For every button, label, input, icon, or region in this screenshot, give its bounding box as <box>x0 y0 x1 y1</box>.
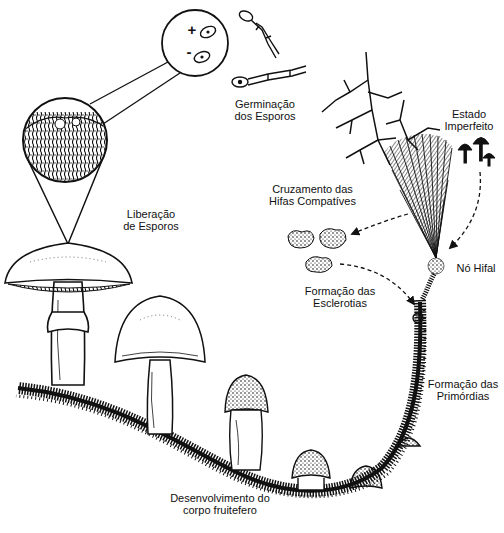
stage-label: Formação das Primórdias <box>426 378 500 402</box>
hyphae-part <box>322 80 368 112</box>
gill-zoom-circle <box>20 98 110 244</box>
mycelium-part <box>398 140 436 258</box>
gill-zoom-circle-part <box>72 118 80 126</box>
stage-label: Liberação de Esporos <box>120 208 182 232</box>
mature-mushroom <box>5 243 132 385</box>
germinating-spores-part <box>256 26 259 30</box>
mycelium-part <box>414 135 436 258</box>
sclerotia-part <box>320 229 346 249</box>
imperfect-state-part <box>480 143 483 161</box>
mycelium <box>384 134 452 300</box>
mycelium-part <box>430 134 436 258</box>
hyphae-part <box>378 138 396 140</box>
mature-mushroom-part <box>8 284 130 292</box>
stage-label: Nó Hifal <box>452 262 500 274</box>
sclerotia <box>288 229 346 273</box>
bell-mushroom-part <box>151 372 154 428</box>
germinating-spores-part <box>251 20 276 58</box>
mature-mushroom-part <box>48 312 89 332</box>
stage-label: Cruzamento das Hifas Compatíves <box>265 183 360 207</box>
spore-zoom-circle-part <box>200 55 203 58</box>
spore-zoom-circle-part <box>193 50 211 65</box>
ground-part <box>18 300 420 491</box>
mycelium-part <box>384 152 436 258</box>
bell-mushroom-part <box>122 352 198 356</box>
fruiting-bodies-part <box>398 438 420 446</box>
stage-label: Estado Imperfeito <box>438 108 500 132</box>
mating-type-symbol: + <box>185 22 199 37</box>
germinating-spores <box>232 9 306 87</box>
mycelium-part <box>406 137 436 258</box>
spore-zoom-circle-part <box>90 62 168 104</box>
sclerotia-part <box>288 231 314 248</box>
mycelium-part <box>422 274 434 300</box>
mycelium-part <box>422 134 436 258</box>
mycelium-part <box>390 146 436 258</box>
spore-zoom-circle-part <box>206 30 209 33</box>
germinating-spores-part <box>266 36 271 38</box>
imperfect-state-part <box>488 157 490 166</box>
mating-type-symbol: - <box>182 44 196 59</box>
sclerotia-part <box>306 257 332 273</box>
spore-zoom-circle-part <box>199 24 218 40</box>
mycelium-part <box>392 170 436 258</box>
stage-label: Germinação dos Esporos <box>230 98 300 122</box>
hyphae-part <box>366 52 390 165</box>
dashed-arrows-part <box>450 172 480 248</box>
fruiting-bodies-part <box>350 466 382 488</box>
spore-zoom-circle <box>90 10 228 124</box>
imperfect-state-part <box>464 149 466 163</box>
dashed-arrows <box>340 172 480 304</box>
hyphae-part <box>336 110 372 128</box>
fruiting-bodies-part <box>225 375 268 412</box>
mycelium-part <box>436 180 448 258</box>
mature-mushroom-part <box>30 257 106 262</box>
mycelium-part <box>436 148 452 258</box>
hyphae-part <box>344 80 350 92</box>
hyphae-part <box>350 120 352 134</box>
hyphae-part <box>368 92 402 98</box>
hyphae-part <box>386 120 400 124</box>
bell-mushroom <box>115 296 205 434</box>
gill-zoom-circle-part <box>55 119 65 129</box>
fruiting-bodies-part <box>236 420 239 465</box>
mycelium-part <box>428 258 444 274</box>
mycelium-part <box>384 134 452 258</box>
gill-zoom-circle-part <box>20 112 110 187</box>
spore-zoom-circle-part <box>162 10 228 76</box>
hyphae-part <box>360 150 364 164</box>
gill-zoom-circle-part <box>24 117 106 130</box>
germinating-spores-part <box>239 81 242 84</box>
ground <box>16 300 425 497</box>
bell-mushroom-part <box>147 360 172 434</box>
fruiting-bodies-part <box>230 410 263 470</box>
fruiting-bodies-part <box>292 450 330 478</box>
imperfect-state <box>458 138 495 167</box>
germinating-spores-part <box>289 70 290 76</box>
dashed-arrows-part <box>352 214 408 234</box>
germinating-spores-part <box>256 23 279 54</box>
stage-label: Formação das Esclerotias <box>302 285 378 309</box>
fruiting-bodies <box>225 313 423 490</box>
mycelium-part <box>400 190 436 258</box>
mature-mushroom-part <box>5 243 132 283</box>
germinating-spores-part <box>248 72 306 85</box>
spore-zoom-circle-part <box>103 73 180 124</box>
bell-mushroom-part <box>115 296 205 362</box>
bell-mushroom-part <box>140 315 180 320</box>
fruiting-bodies-part <box>298 478 324 490</box>
germinating-spores-part <box>232 77 248 87</box>
germinating-spores-part <box>248 66 306 79</box>
mycelium-part <box>436 200 444 258</box>
fruiting-bodies-part <box>413 313 423 323</box>
mature-mushroom-part <box>51 282 84 385</box>
germinating-spores-part <box>267 74 268 80</box>
stage-label: Desenvolvimento do corpo fruitefero <box>170 492 270 516</box>
ground-part <box>18 302 420 491</box>
